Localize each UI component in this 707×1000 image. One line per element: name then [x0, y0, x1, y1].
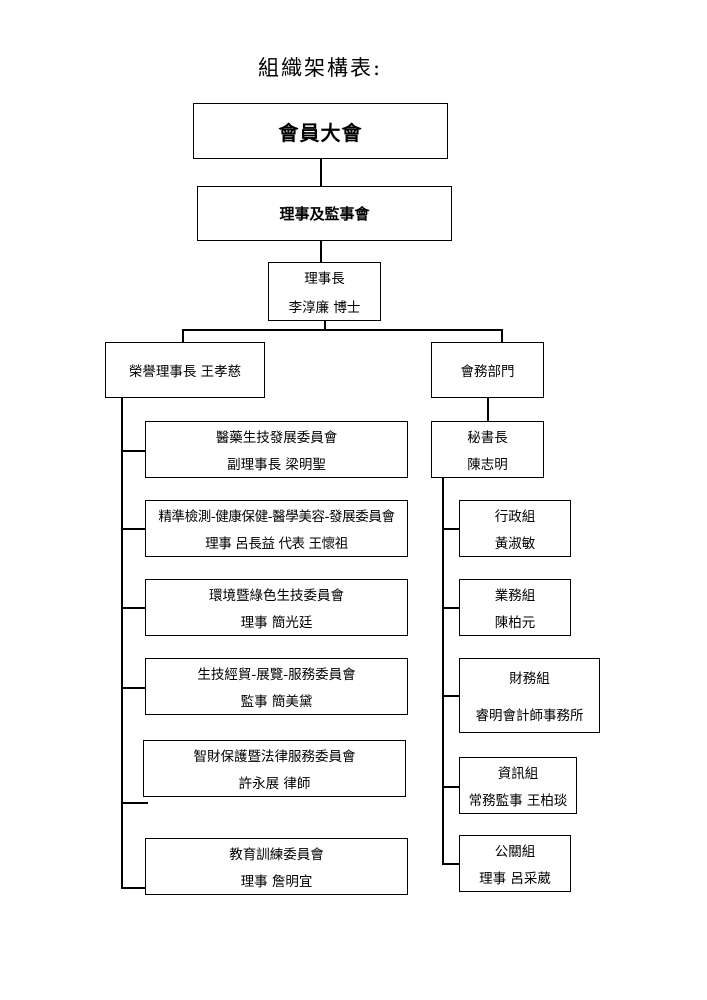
connector-line	[121, 528, 145, 530]
connector-line	[121, 887, 145, 889]
connector-line	[442, 863, 459, 865]
committee-box: 醫藥生技發展委員會 副理事長 梁明聖	[145, 421, 408, 478]
committee-box: 智財保護暨法律服務委員會 許永展 律師	[143, 740, 406, 797]
committee-lead: 許永展 律師	[238, 776, 311, 793]
chairman-role: 理事長	[304, 271, 345, 288]
board-box: 理事及監事會	[197, 186, 452, 241]
group-box: 財務組 睿明會計師事務所	[459, 658, 600, 733]
committee-box: 精準檢測-健康保健-醫學美容-發展委員會 理事 呂長益 代表 王懷祖	[145, 500, 408, 557]
committee-box: 生技經貿-展覽-服務委員會 監事 簡美黛	[145, 658, 408, 715]
committee-box: 教育訓練委員會 理事 詹明宜	[145, 838, 408, 895]
committee-lead: 監事 簡美黛	[240, 694, 313, 711]
group-lead: 睿明會計師事務所	[475, 707, 584, 724]
connector-line	[182, 329, 184, 343]
honorary-chairman-label: 榮譽理事長 王孝慈	[128, 364, 242, 380]
group-name: 財務組	[509, 671, 550, 688]
connector-line	[442, 695, 459, 697]
group-name: 公關組	[494, 843, 536, 860]
group-lead: 黃淑敏	[494, 536, 536, 553]
affairs-department-label: 會務部門	[460, 364, 515, 380]
secretary-name: 陳志明	[467, 457, 508, 474]
connector-line	[442, 786, 459, 788]
connector-line	[320, 158, 322, 186]
committee-name: 智財保護暨法律服務委員會	[193, 748, 356, 765]
committee-name: 環境暨綠色生技委員會	[209, 587, 344, 604]
chairman-box: 理事長 李淳廉 博士	[268, 262, 381, 321]
chart-title: 組織架構表:	[258, 56, 383, 80]
group-box: 行政組 黃淑敏	[459, 500, 571, 557]
connector-line	[121, 398, 123, 888]
connector-line	[121, 687, 145, 689]
committee-name: 生技經貿-展覽-服務委員會	[197, 666, 356, 683]
connector-line	[501, 329, 503, 343]
chairman-name: 李淳廉 博士	[288, 299, 361, 316]
group-lead: 陳柏元	[494, 615, 536, 632]
committee-lead: 副理事長 梁明聖	[227, 457, 326, 474]
general-assembly-label: 會員大會	[278, 120, 363, 145]
connector-line	[121, 450, 145, 452]
connector-line	[324, 320, 326, 330]
group-name: 資訊組	[497, 765, 539, 782]
secretary-role: 秘書長	[467, 429, 508, 446]
committee-lead: 理事 呂長益 代表 王懷祖	[205, 536, 348, 553]
connector-line	[121, 607, 145, 609]
board-label: 理事及監事會	[279, 205, 370, 223]
group-box: 公關組 理事 呂采葳	[459, 835, 571, 892]
honorary-chairman-box: 榮譽理事長 王孝慈	[105, 342, 265, 398]
connector-line	[182, 329, 502, 331]
group-name: 業務組	[494, 587, 536, 604]
committee-lead: 理事 簡光廷	[240, 615, 313, 632]
committee-lead: 理事 詹明宜	[240, 874, 313, 891]
connector-line	[121, 802, 148, 804]
group-lead: 理事 呂采葳	[479, 871, 551, 888]
secretary-general-box: 秘書長 陳志明	[431, 421, 544, 478]
committee-name: 醫藥生技發展委員會	[215, 429, 338, 446]
connector-line	[487, 398, 489, 422]
connector-line	[442, 607, 459, 609]
connector-line	[320, 240, 322, 263]
committee-name: 教育訓練委員會	[229, 846, 324, 863]
general-assembly-box: 會員大會	[193, 103, 448, 159]
connector-line	[442, 478, 444, 863]
group-box: 資訊組 常務監事 王柏琰	[459, 757, 577, 814]
group-lead: 常務監事 王柏琰	[468, 793, 568, 810]
group-box: 業務組 陳柏元	[459, 579, 571, 636]
connector-line	[442, 528, 459, 530]
group-name: 行政組	[494, 508, 536, 525]
affairs-department-box: 會務部門	[431, 342, 544, 398]
committee-box: 環境暨綠色生技委員會 理事 簡光廷	[145, 579, 408, 636]
committee-name: 精準檢測-健康保健-醫學美容-發展委員會	[158, 508, 395, 525]
